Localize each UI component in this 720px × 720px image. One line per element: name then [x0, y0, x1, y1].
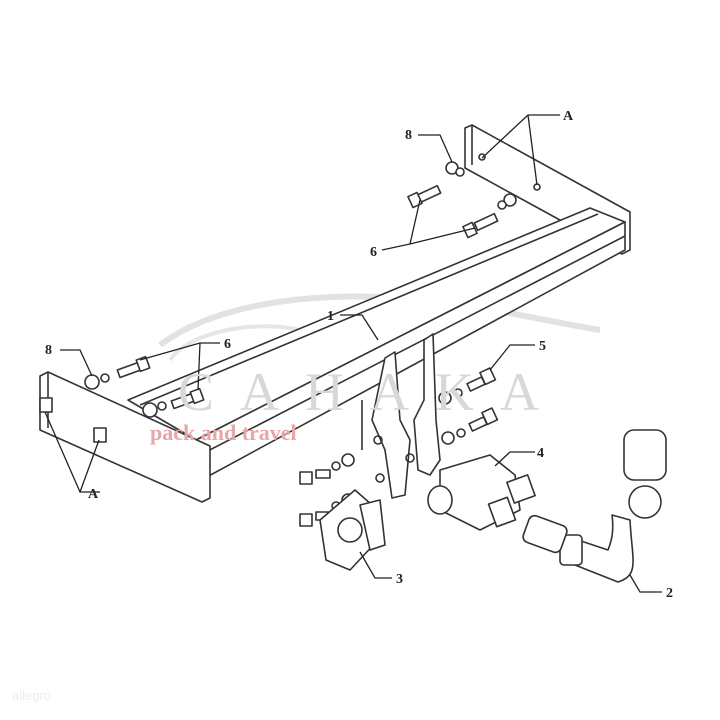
watermark-tagline: pack and travel [150, 420, 297, 445]
label-6-right: 6 [370, 245, 377, 260]
label-6-left: 6 [224, 337, 231, 352]
tow-ball-neck [522, 429, 667, 583]
socket-plate [319, 489, 386, 571]
label-3: 3 [396, 572, 403, 587]
bolt-set-right [407, 161, 517, 239]
watermark-car-swoosh-2 [168, 324, 301, 362]
label-2: 2 [666, 586, 673, 601]
label-8-right: 8 [405, 128, 412, 143]
watermark: CAHAKA pack and travel allegro [12, 362, 565, 703]
watermark-corner: allegro [12, 688, 51, 703]
watermark-brand: CAHAKA [178, 362, 565, 422]
label-a-right: A [563, 109, 574, 124]
label-4: 4 [537, 446, 544, 461]
bolt-set-left [84, 355, 205, 418]
label-5: 5 [539, 339, 546, 354]
label-1: 1 [327, 309, 334, 324]
label-8-left: 8 [45, 343, 52, 358]
hitch-bracket [361, 333, 441, 499]
label-a-left: A [88, 487, 99, 502]
main-crossbeam [127, 207, 626, 479]
leader-lines [44, 114, 662, 593]
electrical-module [427, 454, 536, 531]
